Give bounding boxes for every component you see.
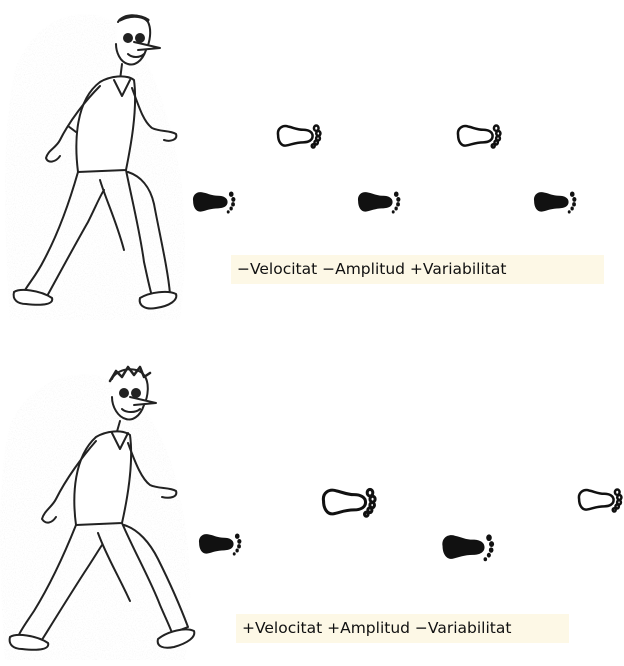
panel-fast-gait: +Velocitat +Amplitud −Variabilitat <box>0 333 624 666</box>
caption-fast-gait: +Velocitat +Amplitud −Variabilitat <box>236 614 569 643</box>
right-footprint-outline-2 <box>456 124 502 149</box>
walking-man-illustration <box>5 14 185 320</box>
left-footprint-filled-3 <box>533 191 577 214</box>
panel-slow-gait: −Velocitat −Amplitud +Variabilitat <box>5 14 604 320</box>
left-footprint-filled-2 <box>442 534 495 562</box>
caption-slow-gait: −Velocitat −Amplitud +Variabilitat <box>231 255 604 284</box>
left-footprint-filled-1 <box>198 533 242 556</box>
right-footprint-outline-1 <box>276 124 322 149</box>
left-footprint-filled-1 <box>192 191 236 214</box>
right-footprint-outline-2 <box>577 488 623 513</box>
walking-man-illustration <box>0 365 196 660</box>
right-footprint-outline-1 <box>321 487 377 518</box>
left-footprint-filled-2 <box>357 191 401 214</box>
